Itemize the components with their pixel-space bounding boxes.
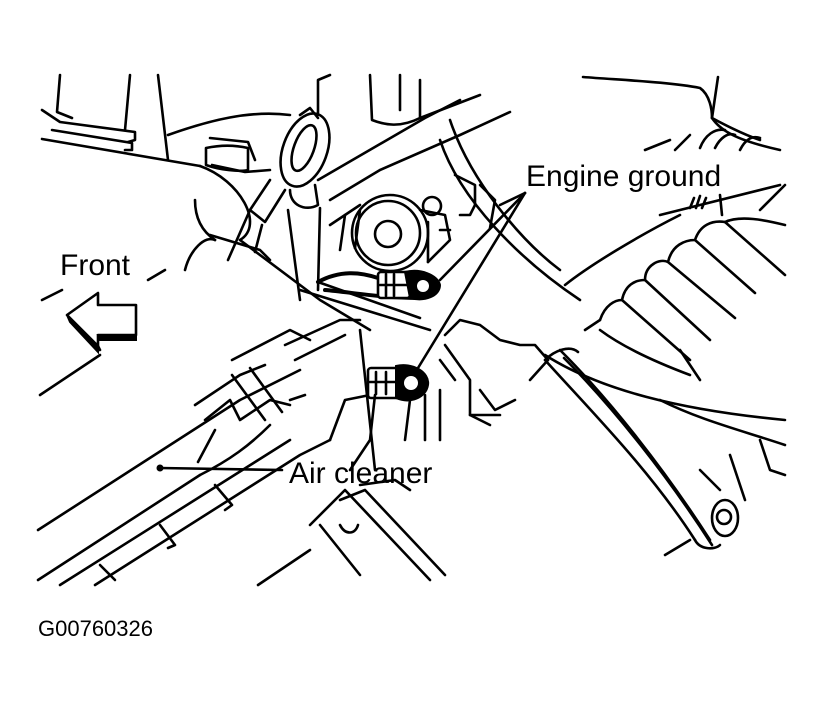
front-tick-left bbox=[40, 288, 64, 302]
upper-right-hose bbox=[581, 75, 782, 217]
air-duct-clamp bbox=[193, 318, 362, 464]
front-tick-right bbox=[146, 268, 167, 282]
front-arrow-icon bbox=[65, 291, 138, 355]
air-cleaner-housing bbox=[36, 238, 372, 587]
hose-clamp-bracket bbox=[204, 136, 272, 174]
intake-hose bbox=[438, 118, 740, 557]
engine-ground-label: Engine ground bbox=[526, 160, 721, 193]
upper-left-bracket bbox=[40, 73, 202, 168]
strap bbox=[316, 73, 512, 202]
engine-boss bbox=[328, 173, 497, 273]
air-cleaner-leader bbox=[156, 464, 284, 472]
corrugated-hose bbox=[563, 183, 787, 362]
air-cleaner-tabs bbox=[98, 483, 234, 582]
engine-ground-strap-upper bbox=[298, 269, 442, 332]
front-label: Front bbox=[60, 249, 131, 282]
engine-ground-strap-lower bbox=[348, 328, 442, 472]
lower-bracket bbox=[256, 478, 447, 587]
body-panel bbox=[166, 73, 482, 272]
connector bbox=[438, 318, 550, 427]
engine-ground-leaders bbox=[416, 191, 527, 370]
figure-code: G00760326 bbox=[38, 616, 153, 641]
air-cleaner-label: Air cleaner bbox=[289, 457, 432, 490]
right-pipe bbox=[543, 328, 787, 502]
